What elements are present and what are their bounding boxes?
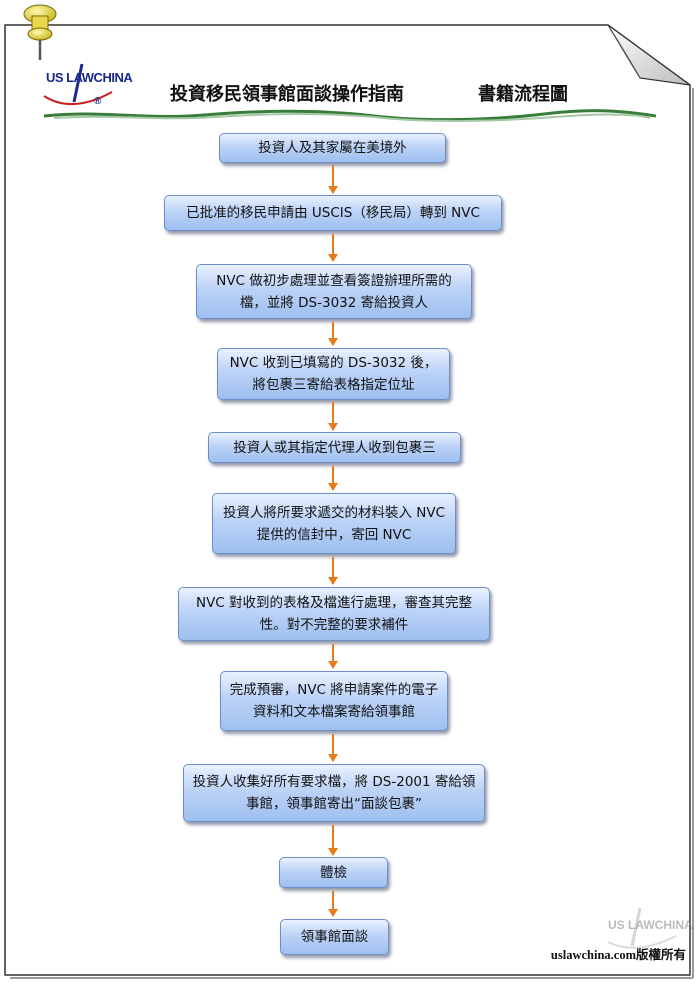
flow-step-3: NVC 做初步處理並查看簽證辦理所需的檔，並將 DS-3032 寄給投資人 bbox=[196, 264, 472, 319]
flow-step-6: 投資人將所要求遞交的材料裝入 NVC 提供的信封中，寄回 NVC bbox=[212, 493, 456, 554]
push-pin-icon bbox=[23, 4, 57, 60]
flow-step-5: 投資人或其指定代理人收到包裹三 bbox=[208, 432, 461, 463]
flow-arrow-8 bbox=[328, 734, 338, 762]
flow-step-4: NVC 收到已填寫的 DS-3032 後，將包裹三寄給表格指定位址 bbox=[217, 348, 450, 400]
logo-swoosh bbox=[43, 63, 113, 106]
registered-mark: ® bbox=[94, 96, 102, 107]
flow-arrow-6 bbox=[328, 557, 338, 585]
watermark-text: US LAWCHINA bbox=[608, 918, 693, 932]
flow-arrow-2 bbox=[328, 234, 338, 262]
flow-arrow-10 bbox=[328, 891, 338, 917]
flow-step-11: 領事館面談 bbox=[280, 919, 389, 955]
flow-step-9: 投資人收集好所有要求檔，將 DS-2001 寄給領事館，領事館寄出“面談包裹” bbox=[183, 764, 485, 822]
flow-step-2: 已批准的移民申請由 USCIS（移民局）轉到 NVC bbox=[164, 195, 502, 231]
flow-step-7: NVC 對收到的表格及檔進行處理，審查其完整性。對不完整的要求補件 bbox=[178, 587, 490, 641]
flow-step-1: 投資人及其家屬在美境外 bbox=[219, 133, 446, 163]
flow-step-10: 體檢 bbox=[279, 857, 388, 888]
flow-arrow-7 bbox=[328, 644, 338, 669]
watermark-logo bbox=[607, 907, 677, 949]
logo-text: US LAWCHINA bbox=[46, 70, 133, 85]
copyright-notice: uslawchina.com版權所有 bbox=[550, 948, 686, 962]
page-title: 投資移民領事館面談操作指南 bbox=[170, 84, 404, 105]
page-subtitle: 書籍流程圖 bbox=[478, 84, 568, 105]
flow-arrow-3 bbox=[328, 322, 338, 346]
flow-arrow-5 bbox=[328, 466, 338, 491]
header-divider bbox=[44, 109, 656, 122]
flow-arrow-9 bbox=[328, 825, 338, 856]
flow-arrow-1 bbox=[328, 165, 338, 194]
flow-step-8: 完成預審，NVC 將申請案件的電子資料和文本檔案寄給領事館 bbox=[220, 671, 448, 731]
flow-arrow-4 bbox=[328, 402, 338, 431]
